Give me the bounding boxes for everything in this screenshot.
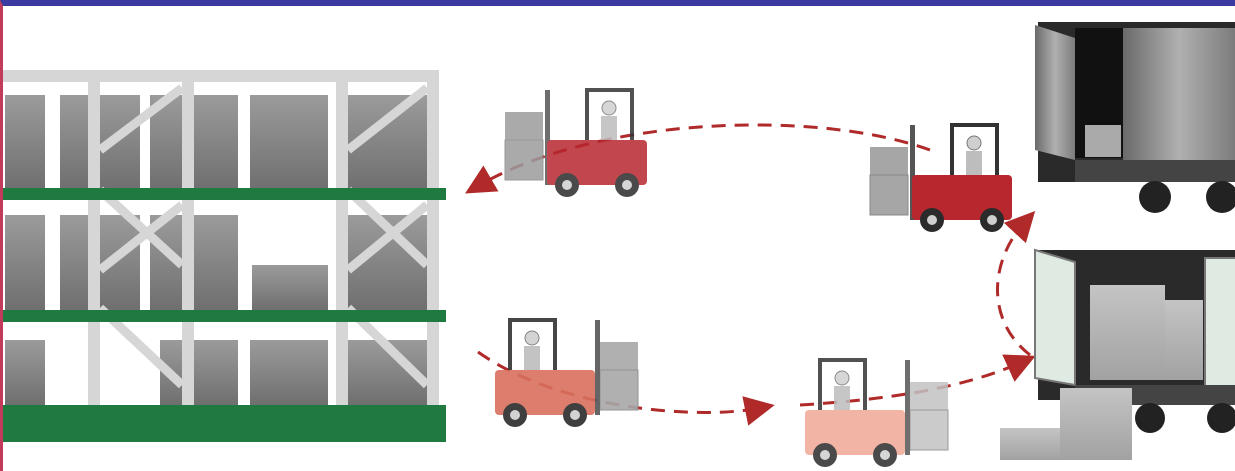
- forklift-unloading-truck: [870, 125, 1012, 232]
- forklift-load-icon: [600, 342, 638, 410]
- truck-top: [1035, 22, 1235, 213]
- forklift-leaving-rack: [495, 320, 638, 427]
- forklift-returning-top: [505, 90, 647, 197]
- rack-boxes-row-3: [5, 340, 427, 405]
- forklift-load-icon: [505, 112, 543, 180]
- forklift-load-icon: [910, 382, 948, 450]
- truck-to-return-path: [998, 222, 1031, 355]
- forklift-load-icon: [870, 147, 908, 215]
- forklift-approaching-truck: [805, 360, 948, 467]
- boxes-on-ground: [1000, 388, 1132, 460]
- warehouse-rack: [3, 70, 446, 442]
